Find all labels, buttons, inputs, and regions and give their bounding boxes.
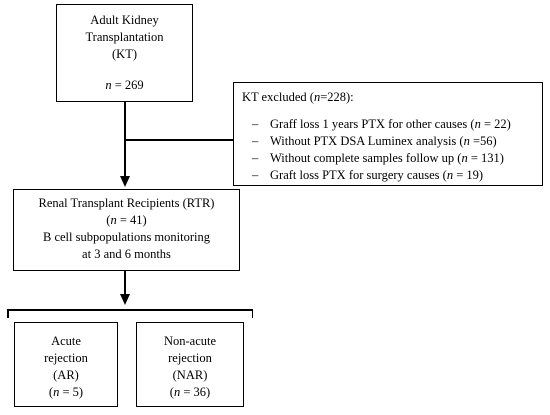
excluded-item-prefix: Without PTX DSA Luminex analysis (	[270, 134, 464, 148]
rtr-line3: B cell subpopulations monitoring	[42, 230, 210, 244]
ar-n-close: = 5)	[59, 385, 84, 399]
excluded-item: Graft loss PTX for surgery causes (n = 1…	[242, 167, 536, 184]
rtr-line1: Renal Transplant Recipients (RTR)	[38, 196, 215, 210]
ar-n-open: (	[48, 385, 54, 399]
connector-horizontal-excluded	[124, 139, 233, 141]
excluded-item-prefix: Graff loss 1 years PTX for other causes …	[270, 117, 475, 131]
excluded-box: KT excluded (n=228): Graff loss 1 years …	[233, 82, 543, 186]
ar-box: Acute rejection (AR) (n = 5)	[14, 322, 118, 407]
kt-line1: Adult Kidney	[90, 13, 159, 27]
bracket-left-tick	[7, 309, 9, 318]
excluded-item-suffix: = 22)	[480, 117, 511, 131]
excluded-item-prefix: Without complete samples follow up (	[270, 151, 462, 165]
excluded-list: Graff loss 1 years PTX for other causes …	[242, 116, 536, 184]
excluded-item-suffix: = 19)	[453, 168, 484, 182]
excluded-item-n: n	[446, 168, 454, 182]
ar-line3: (AR)	[53, 368, 79, 382]
nar-line1: Non-acute	[163, 334, 217, 348]
rtr-box: Renal Transplant Recipients (RTR) (n = 4…	[13, 189, 240, 271]
excluded-title-suffix: =228):	[320, 90, 354, 104]
kt-line2: Transplantation	[85, 30, 164, 44]
nar-n-label: n	[173, 385, 181, 399]
excluded-item: Without complete samples follow up (n = …	[242, 150, 536, 167]
kt-box: Adult Kidney Transplantation (KT) n = 26…	[56, 4, 193, 102]
excluded-item-suffix: =56)	[469, 134, 497, 148]
arrow-down-icon	[120, 176, 130, 187]
rtr-count: (n = 41)	[14, 212, 239, 229]
excluded-item-suffix: = 131)	[467, 151, 504, 165]
rtr-n-open: (	[106, 213, 111, 227]
kt-n-value: = 269	[111, 78, 144, 92]
bracket-right-tick	[251, 309, 253, 318]
excluded-item-prefix: Graft loss PTX for surgery causes (	[270, 168, 447, 182]
nar-n-close: = 36)	[180, 385, 211, 399]
connector-vertical-bottom	[124, 271, 126, 296]
excluded-item-n: n	[474, 117, 481, 131]
nar-box: Non-acute rejection (NAR) (n = 36)	[136, 322, 244, 407]
excluded-item-n: n	[461, 151, 468, 165]
rtr-n-close: = 41)	[116, 213, 147, 227]
excluded-title: KT excluded (n=228):	[242, 89, 536, 106]
ar-line2: rejection	[44, 351, 88, 365]
rtr-n-label: n	[110, 213, 117, 227]
nar-line3: (NAR)	[172, 368, 208, 382]
kt-line3: (KT)	[112, 47, 137, 61]
bracket-horizontal	[7, 309, 253, 311]
kt-count: n = 269	[57, 77, 192, 94]
excluded-item-n: n	[463, 134, 470, 148]
excluded-item: Without PTX DSA Luminex analysis (n =56)	[242, 133, 536, 150]
ar-count: (n = 5)	[15, 384, 117, 401]
nar-line2: rejection	[168, 351, 212, 365]
ar-line1: Acute	[51, 334, 81, 348]
arrow-down-icon	[120, 294, 130, 305]
kt-n-label: n	[105, 78, 112, 92]
nar-count: (n = 36)	[137, 384, 243, 401]
nar-n-open: (	[169, 385, 174, 399]
ar-n-label: n	[53, 385, 60, 399]
excluded-item: Graff loss 1 years PTX for other causes …	[242, 116, 536, 133]
excluded-title-n: n	[313, 90, 321, 104]
rtr-line4: at 3 and 6 months	[82, 247, 171, 261]
excluded-title-prefix: KT excluded (	[242, 90, 314, 104]
